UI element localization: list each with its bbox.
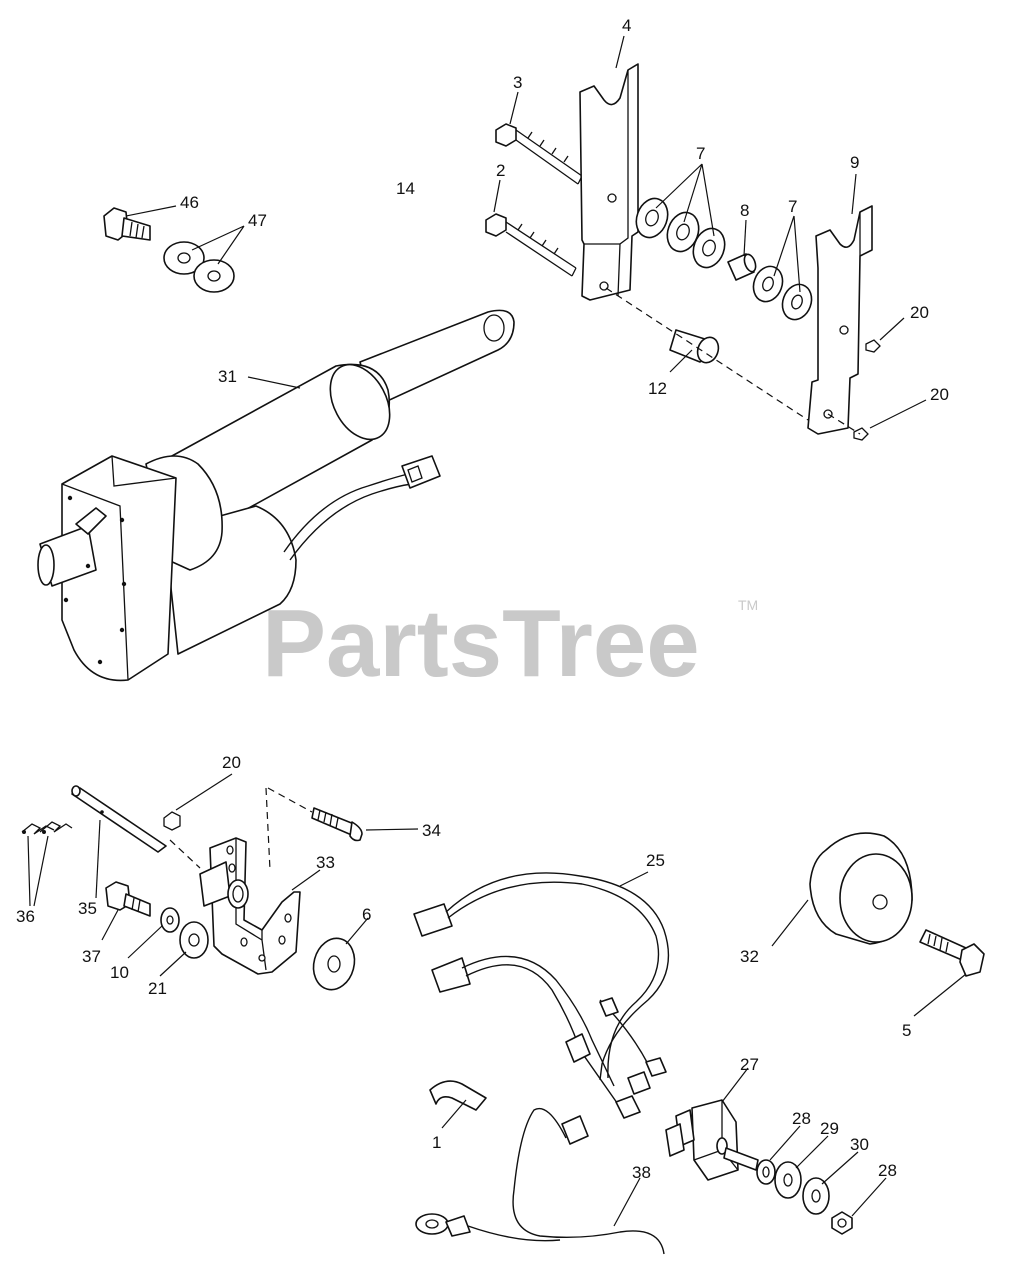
- washers-7b: [752, 265, 813, 321]
- callout-20b: 20: [930, 385, 949, 404]
- callout-47: 47: [248, 211, 267, 230]
- callout-38: 38: [632, 1163, 651, 1182]
- leader-lines: [27, 35, 967, 1227]
- nuts-20: [853, 339, 881, 441]
- bracket-9: [807, 205, 873, 435]
- callout-3: 3: [513, 73, 522, 92]
- washer-21: [179, 921, 209, 959]
- nut-20-lower: [163, 811, 181, 831]
- callout-29: 29: [820, 1119, 839, 1138]
- callout-46: 46: [180, 193, 199, 212]
- dashed-lines-upper: [605, 287, 861, 435]
- bracket-4: [579, 63, 639, 301]
- callout-4: 4: [622, 16, 631, 35]
- dashed-lines-lower: [169, 787, 313, 871]
- callout-31: 31: [218, 367, 237, 386]
- bolt-37: [105, 881, 151, 917]
- lockwasher-10: [160, 907, 180, 933]
- callout-5: 5: [902, 1021, 911, 1040]
- callout-10: 10: [110, 963, 129, 982]
- ground-wire-38: [415, 1107, 665, 1255]
- washer-29: [774, 1161, 802, 1199]
- callout-33: 33: [316, 853, 335, 872]
- spacer-8: [727, 253, 757, 281]
- callout-28a: 28: [792, 1109, 811, 1128]
- callout-27: 27: [740, 1055, 759, 1074]
- callout-28b: 28: [878, 1161, 897, 1180]
- bracket-33: [199, 837, 301, 975]
- callout-20c: 20: [222, 753, 241, 772]
- callout-20a: 20: [910, 303, 929, 322]
- pin-35: [71, 785, 167, 853]
- callout-8: 8: [740, 201, 749, 220]
- nut-28a: [756, 1159, 776, 1185]
- callout-34: 34: [422, 821, 441, 840]
- bolt-5: [919, 929, 985, 977]
- callout-35: 35: [78, 899, 97, 918]
- linear-actuator-31: [37, 309, 515, 682]
- toggle-switch-27: [665, 1099, 759, 1181]
- watermark-tm: TM: [738, 597, 758, 613]
- bolt-2: [485, 213, 577, 277]
- bolt-3: [495, 123, 583, 185]
- washer-30: [802, 1177, 830, 1215]
- callout-1: 1: [432, 1133, 441, 1152]
- callout-21: 21: [148, 979, 167, 998]
- callout-9: 9: [850, 153, 859, 172]
- callout-32: 32: [740, 947, 759, 966]
- watermark: PartsTree TM: [262, 590, 758, 697]
- washers-7: [635, 197, 726, 269]
- weight-32: [809, 832, 913, 945]
- callout-14: 14: [396, 179, 415, 198]
- callout-37: 37: [82, 947, 101, 966]
- callout-25: 25: [646, 851, 665, 870]
- callout-7b: 7: [788, 197, 797, 216]
- callouts: 4 3 2 7 8 7 9 20 20 12 14 46 47 31 20 34…: [16, 16, 949, 1182]
- clip-1: [429, 1080, 487, 1111]
- wire-harness-25: [413, 872, 670, 1119]
- callout-6: 6: [362, 905, 371, 924]
- callout-36: 36: [16, 907, 35, 926]
- callout-12: 12: [648, 379, 667, 398]
- bolt-46: [103, 207, 151, 241]
- watermark-text: PartsTree: [262, 590, 700, 697]
- washers-47: [163, 241, 235, 293]
- nut-28b: [831, 1211, 853, 1235]
- washer-6: [312, 937, 356, 991]
- callout-7a: 7: [696, 144, 705, 163]
- clips-36: [21, 821, 73, 835]
- bolt-34: [311, 807, 363, 842]
- callout-2: 2: [496, 161, 505, 180]
- callout-30: 30: [850, 1135, 869, 1154]
